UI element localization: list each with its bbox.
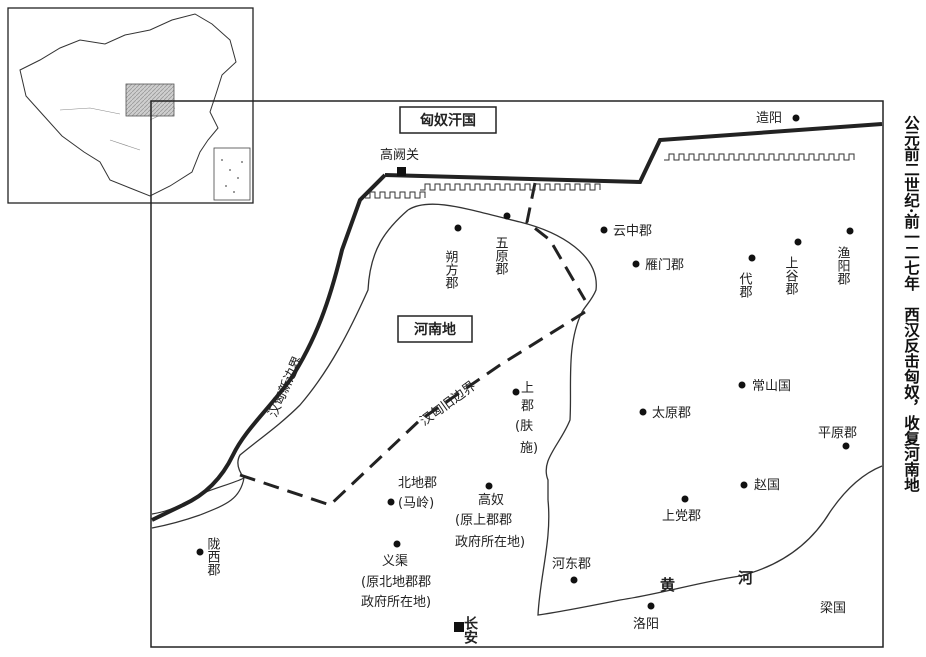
luoyang-label: 洛阳 [633, 617, 659, 632]
svg-text:施): 施) [520, 441, 538, 456]
yanmen-label: 雁门郡 [645, 258, 684, 273]
pingyuan-label: 平原郡 [818, 426, 857, 441]
river-label-he: 河 [738, 569, 753, 587]
shang-commandery-marker [512, 388, 520, 396]
henandi-region-west [237, 209, 409, 479]
new-border-line [384, 122, 883, 185]
taiyuan-marker [639, 408, 647, 416]
hedong-label: 河东郡 [552, 557, 591, 572]
inset-sea-box [213, 147, 251, 201]
svg-text:(原上郡郡: (原上郡郡 [455, 513, 512, 528]
changan-label: 长安 [462, 615, 478, 645]
yanmen-marker [632, 260, 640, 268]
svg-text:上: 上 [521, 381, 534, 396]
changshan-label: 常山国 [752, 379, 791, 394]
dai-marker [748, 254, 756, 262]
shang-commandery-label: 上 郡 (肤 施) [515, 381, 538, 456]
inset-locator-map [7, 7, 254, 204]
hedong-marker [570, 576, 578, 584]
gaoquguan-marker [397, 167, 406, 176]
luoyang-marker [647, 602, 655, 610]
zhao-label: 赵国 [754, 478, 780, 493]
map-title: 公元前二世纪·前一二七年 西汉反击匈奴，收复河南地 [902, 115, 921, 493]
yiqu-marker [393, 540, 401, 548]
zaoyang-marker [792, 114, 800, 122]
yuyang-label: 渔阳郡 [835, 246, 851, 286]
wuyuan-marker [503, 212, 511, 220]
svg-text:(肤: (肤 [515, 419, 533, 434]
svg-text:政府所在地): 政府所在地) [455, 535, 525, 550]
river-label-huang: 黄 [660, 576, 675, 594]
gaonu-marker [485, 482, 493, 490]
taiyuan-label: 太原郡 [652, 406, 691, 421]
gaoquguan-label: 高阙关 [380, 147, 419, 163]
new-border-west [151, 173, 387, 522]
longxi-marker [196, 548, 204, 556]
yellow-river-west [151, 477, 245, 529]
svg-text:匈奴汗国: 匈奴汗国 [420, 112, 476, 129]
svg-text:(原北地郡郡: (原北地郡郡 [361, 575, 431, 590]
great-wall-marks [365, 153, 855, 199]
gaonu-label: 高奴 (原上郡郡 政府所在地) [455, 492, 525, 550]
wuyuan-label: 五原郡 [493, 236, 509, 276]
shuofang-marker [454, 224, 462, 232]
shanggu-marker [794, 238, 802, 246]
yuyang-marker [846, 227, 854, 235]
zhao-marker [740, 481, 748, 489]
svg-text:(马岭): (马岭) [398, 496, 434, 511]
yellow-river [537, 465, 883, 616]
yunzhong-marker [600, 226, 608, 234]
beidi-label: 北地郡 (马岭) [398, 476, 437, 511]
new-border-label: 汉匈新边界 [265, 354, 306, 420]
old-border-line [239, 182, 587, 507]
svg-text:北地郡: 北地郡 [398, 476, 437, 491]
pingyuan-marker [842, 442, 850, 450]
old-border-label: 汉匈旧边界 [418, 379, 479, 429]
liang-label: 梁国 [820, 601, 846, 616]
main-map-frame [150, 100, 884, 648]
yiqu-label: 义渠 (原北地郡郡 政府所在地) [361, 554, 431, 610]
shangdang-label: 上党郡 [662, 509, 701, 524]
xiongnu-label: 匈奴汗国 [399, 106, 497, 134]
svg-text:政府所在地): 政府所在地) [361, 595, 431, 610]
dai-label: 代郡 [737, 272, 753, 299]
inset-highlight [125, 83, 175, 117]
beidi-marker [387, 498, 395, 506]
svg-text:郡: 郡 [521, 399, 534, 414]
changan-marker [454, 622, 464, 632]
zaoyang-label: 造阳 [756, 111, 782, 126]
svg-text:高奴: 高奴 [478, 492, 504, 508]
changshan-marker [738, 381, 746, 389]
yunzhong-label: 云中郡 [613, 224, 652, 239]
longxi-label: 陇西郡 [205, 537, 221, 577]
shanggu-label: 上谷郡 [783, 256, 799, 296]
shuofang-label: 朔方郡 [443, 250, 459, 290]
svg-text:义渠: 义渠 [382, 554, 408, 569]
svg-text:河南地: 河南地 [414, 321, 456, 338]
shangdang-marker [681, 495, 689, 503]
henandi-label: 河南地 [397, 315, 473, 343]
henandi-region [407, 203, 597, 500]
